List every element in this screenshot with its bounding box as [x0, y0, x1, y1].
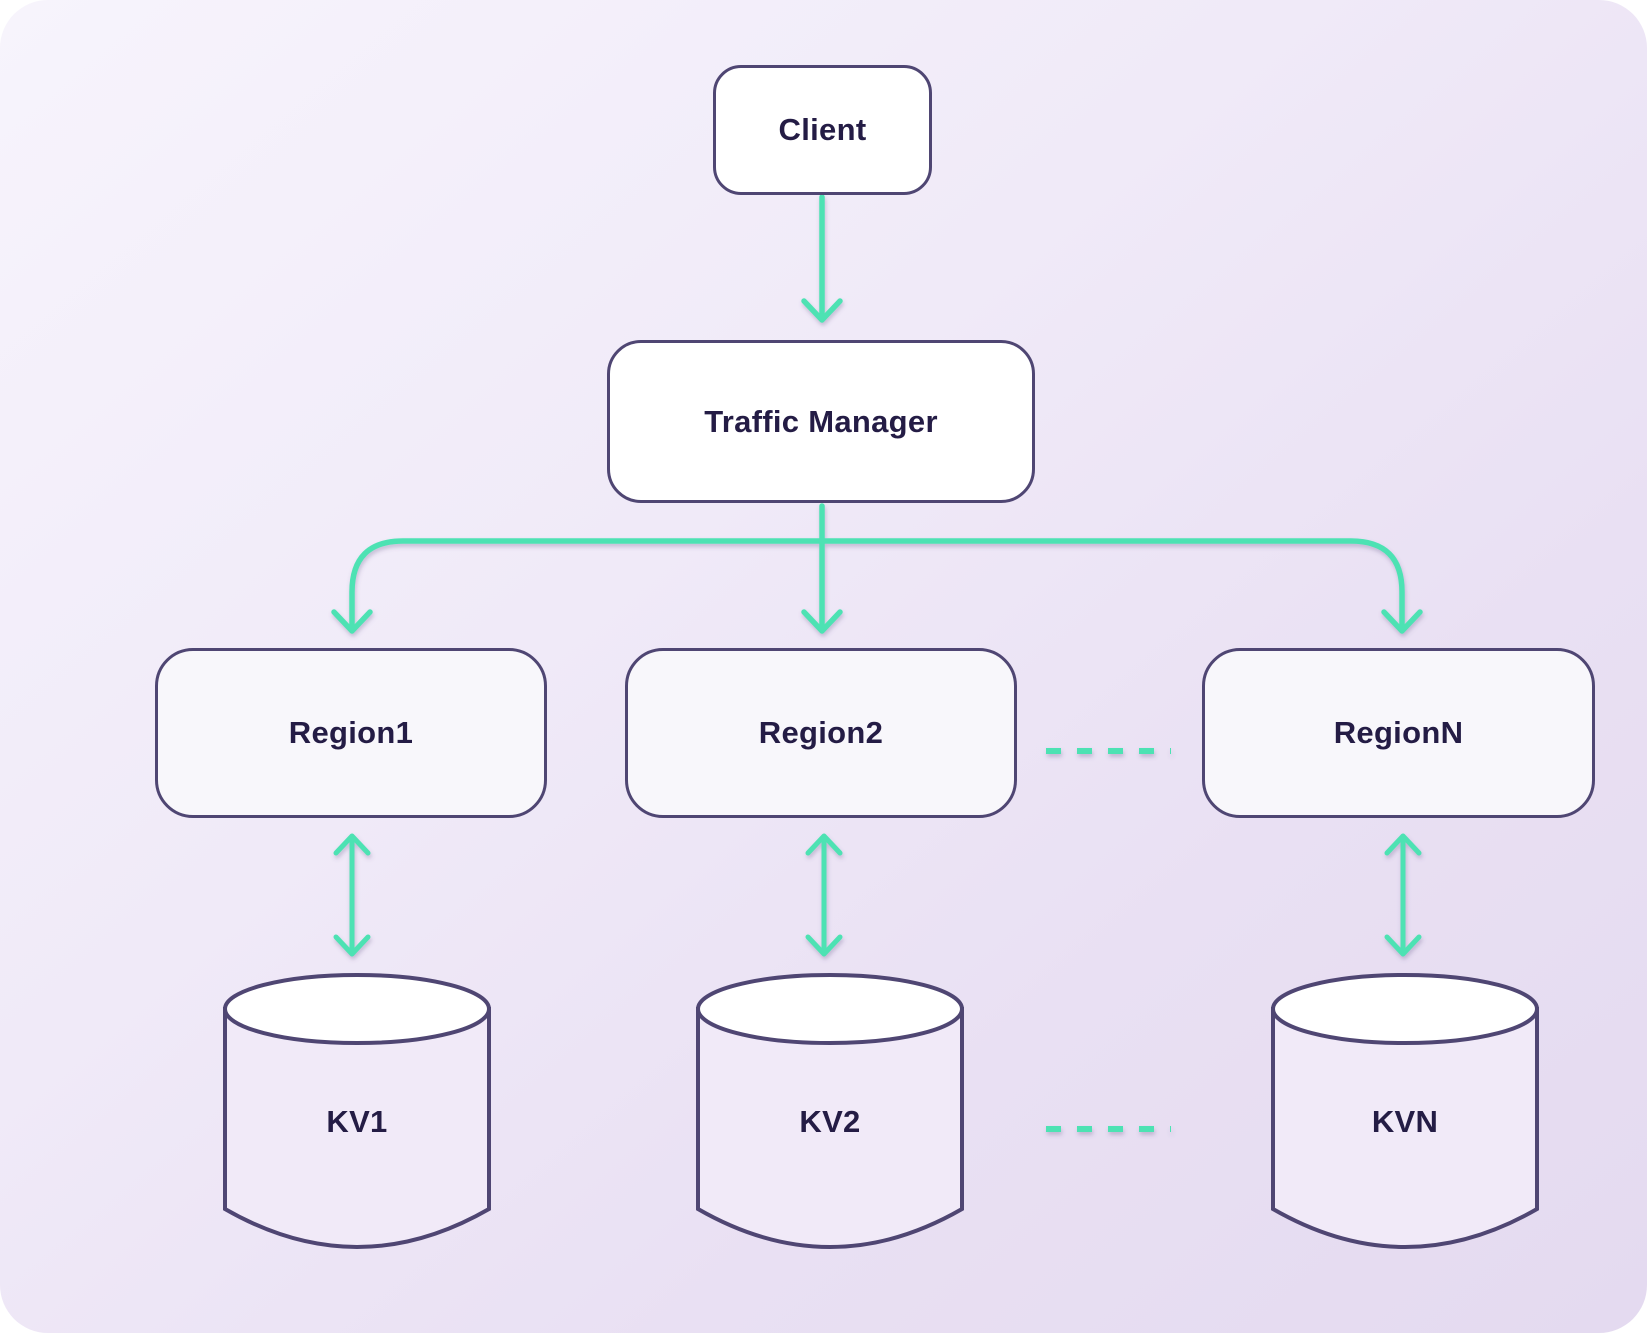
region2-node: Region2: [625, 648, 1017, 818]
regionn-label: RegionN: [1333, 715, 1464, 750]
kv2-node: KV2: [695, 971, 965, 1255]
database-cylinder-icon: [696, 973, 964, 1249]
arrow-traffic-manager-branches: [331, 503, 1423, 634]
arrow-region2-kv2: [805, 833, 843, 957]
kvn-label: KVN: [1371, 1104, 1439, 1139]
client-node: Client: [713, 65, 932, 195]
arrow-regionn-kvn: [1384, 833, 1422, 957]
region2-label: Region2: [758, 715, 884, 750]
kvn-node: KVN: [1270, 971, 1540, 1255]
database-cylinder-icon: [1271, 973, 1539, 1249]
kv2-label: KV2: [799, 1104, 861, 1139]
regionn-node: RegionN: [1202, 648, 1595, 818]
traffic-manager-label: Traffic Manager: [704, 403, 938, 439]
client-label: Client: [778, 112, 867, 147]
traffic-manager-node: Traffic Manager: [607, 340, 1035, 503]
region1-node: Region1: [155, 648, 547, 818]
arrow-region1-kv1: [333, 833, 371, 957]
kv1-node: KV1: [222, 971, 492, 1255]
kv1-label: KV1: [326, 1104, 388, 1139]
region1-label: Region1: [288, 715, 414, 750]
arrow-client-to-traffic-manager: [801, 194, 843, 323]
database-cylinder-icon: [223, 973, 491, 1249]
